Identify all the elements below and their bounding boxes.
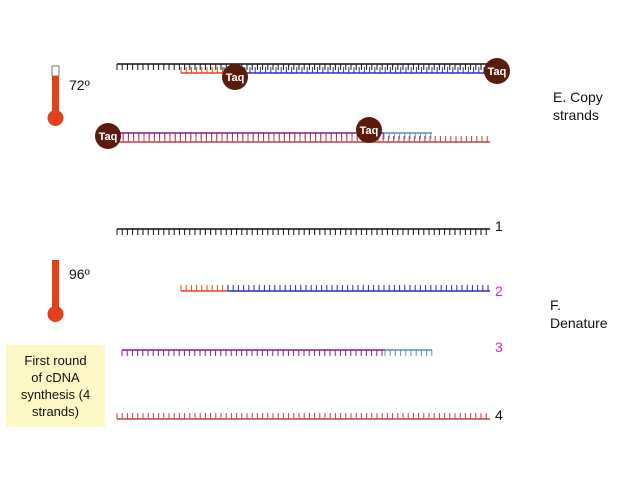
strand-3-primer <box>121 349 385 356</box>
step-f-label-line2: Denature <box>550 315 608 331</box>
strand-4 <box>116 413 490 420</box>
template-strand-4 <box>117 136 490 143</box>
strand-number-2: 2 <box>495 283 503 299</box>
strand-2-body <box>227 285 490 292</box>
taq-label: Taq <box>488 66 507 78</box>
taq-enzyme-3: Taq <box>95 123 121 149</box>
note-line-1: First round <box>24 353 87 368</box>
note-line-2: of cDNA <box>31 370 80 385</box>
step-e-label-line1: E. Copy <box>553 89 603 105</box>
strand-2-primer <box>180 285 229 292</box>
strand-1 <box>116 228 490 235</box>
template-strand-1 <box>116 63 492 70</box>
note-line-3: synthesis (4 <box>20 387 91 402</box>
taq-enzyme-4: Taq <box>356 117 382 143</box>
primer-segment-purple <box>117 132 384 139</box>
dna-strands <box>116 63 492 420</box>
strand-3-body <box>384 349 433 356</box>
strand-number-3: 3 <box>495 339 503 355</box>
taq-label: Taq <box>226 72 245 84</box>
note-box: First round of cDNA synthesis (4 strands… <box>6 345 105 427</box>
new-strand-steelblue <box>383 132 432 139</box>
step-f-label: F. Denature <box>550 296 608 332</box>
primer-segment-orange <box>180 67 224 74</box>
temperature-96: 96º <box>69 266 90 282</box>
strand-number-4: 4 <box>495 407 503 423</box>
temperature-72: 72º <box>69 77 90 93</box>
taq-label: Taq <box>99 131 118 143</box>
step-e-label: E. Copy strands <box>553 88 603 124</box>
thermometer-96-icon <box>47 260 64 322</box>
step-f-label-line1: F. <box>550 297 561 313</box>
taq-label: Taq <box>360 125 379 137</box>
new-strand-blue <box>223 67 489 74</box>
thermometer-72-icon <box>47 65 64 126</box>
step-e-label-line2: strands <box>553 107 599 123</box>
note-line-4: strands) <box>32 404 79 419</box>
taq-enzyme-2: Taq <box>484 58 510 84</box>
taq-enzyme-1: Taq <box>222 64 248 90</box>
strand-number-1: 1 <box>495 218 503 234</box>
